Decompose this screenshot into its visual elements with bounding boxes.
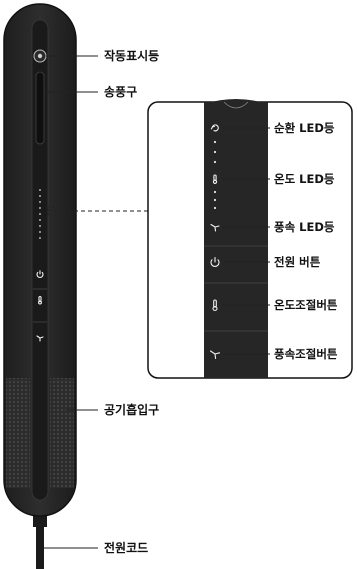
fan-button-label: 풍속조절버튼 <box>274 347 338 361</box>
device-thermometer-icon <box>38 295 42 305</box>
device-fan-icon <box>36 335 44 342</box>
temp-button-label: 온도조절버튼 <box>274 298 338 312</box>
temp-button-icon <box>212 299 218 312</box>
fan-button-icon <box>209 350 221 360</box>
circulation-led-icon <box>210 124 219 132</box>
vent-label: 송풍구 <box>104 85 137 99</box>
indicator-light <box>33 49 47 63</box>
power-button-label: 전원 버튼 <box>274 255 321 269</box>
temp-led-label: 온도 LED등 <box>274 172 335 186</box>
device-led-dots <box>39 189 41 239</box>
fan-led-icon <box>210 223 220 232</box>
indicator-label: 작동표시등 <box>104 48 159 63</box>
right-intake-grille <box>50 378 74 488</box>
callout-panel <box>147 99 353 379</box>
device-body <box>3 3 77 517</box>
power-cord-label: 전원코드 <box>104 540 148 555</box>
temp-led-icon <box>212 174 218 184</box>
left-intake-grille <box>6 378 30 488</box>
fan-led-label: 풍속 LED등 <box>274 220 335 234</box>
air-vent-slot <box>35 71 45 145</box>
circulation-led-label: 순환 LED등 <box>274 121 335 135</box>
power-button-icon <box>210 256 220 267</box>
callout-leader-lines <box>222 127 270 355</box>
leader-lines <box>44 55 148 549</box>
air-intake-label: 공기흡입구 <box>104 402 159 417</box>
callout-led-dots <box>213 140 217 210</box>
device-power-icon <box>36 270 44 278</box>
